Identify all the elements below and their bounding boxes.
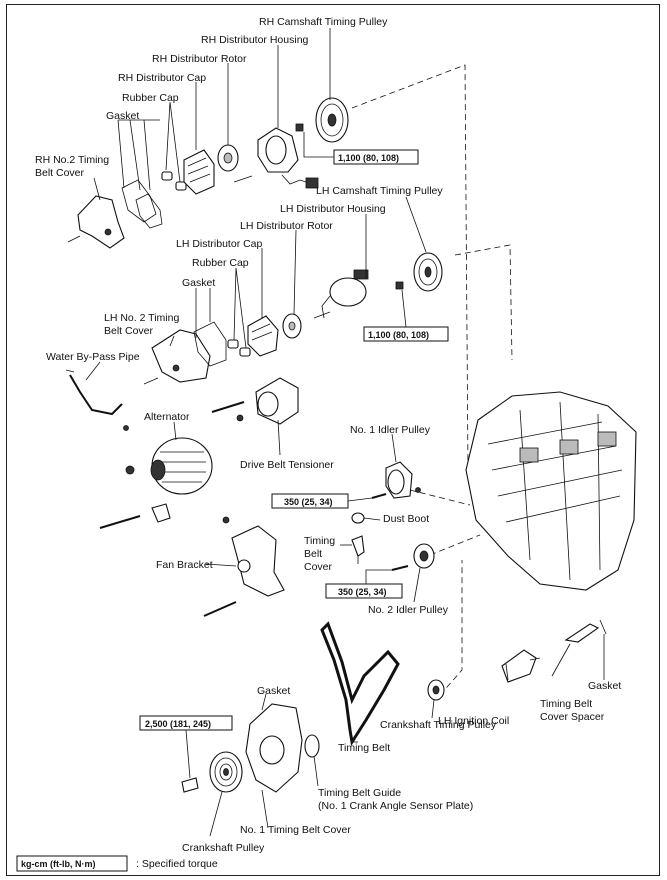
torque-box-lh-cam: 1,100 (80, 108) <box>363 289 449 342</box>
torque-box-idler2: 350 (25, 34) <box>325 569 403 599</box>
label-gasket-right: Gasket <box>588 680 621 692</box>
labels: RH Camshaft Timing Pulley RH Distributor… <box>35 16 621 854</box>
label-no1-timing-belt-cover: No. 1 Timing Belt Cover <box>240 824 351 836</box>
label-rh-distributor-rotor: RH Distributor Rotor <box>152 53 247 65</box>
timing-belt-cover-sensor <box>351 535 365 564</box>
label-lh-ignition-coil: LH Ignition Coil <box>438 715 509 727</box>
label-timing-belt-cover: Timing <box>304 535 335 547</box>
label-timing-belt: Timing Belt <box>338 742 390 754</box>
rh-timing-belt-cover <box>67 195 125 249</box>
svg-text:350 (25, 34): 350 (25, 34) <box>284 497 333 507</box>
label-timing-belt-cover-line3: Cover <box>304 561 333 573</box>
timing-belt-guide <box>304 734 320 758</box>
label-dust-boot: Dust Boot <box>383 513 429 525</box>
label-crankshaft-timing-pulley: Crankshaft Timing Pulley <box>380 719 497 731</box>
label-lh-no2-cover: LH No. 2 Timing <box>104 312 179 324</box>
rh-rubber-cap <box>161 171 187 191</box>
legend-unit: kg-cm (ft-lb, N·m) <box>21 859 96 869</box>
label-no1-idler-pulley: No. 1 Idler Pulley <box>350 424 431 436</box>
label-water-bypass-pipe: Water By-Pass Pipe <box>46 351 140 363</box>
alignment-lines <box>351 64 513 696</box>
label-rh-no2-cover-line2: Belt Cover <box>35 167 85 179</box>
label-lh-no2-cover-line2: Belt Cover <box>104 325 154 337</box>
label-lh-distributor-cap: LH Distributor Cap <box>176 238 263 250</box>
timing-belt <box>320 621 400 747</box>
label-rh-no2-cover: RH No.2 Timing <box>35 154 109 166</box>
label-tb-cover-spacer: Timing Belt <box>540 698 592 710</box>
label-timing-belt-guide: Timing Belt Guide <box>318 787 401 799</box>
label-timing-belt-guide-line2: (No. 1 Crank Angle Sensor Plate) <box>318 800 473 812</box>
torque-box-crank: 2,500 (181, 245) <box>139 715 233 779</box>
svg-text:2,500 (181, 245): 2,500 (181, 245) <box>145 719 211 729</box>
label-lh-distributor-housing: LH Distributor Housing <box>280 203 386 215</box>
water-bypass-pipe <box>65 369 129 431</box>
lh-gasket <box>193 321 227 367</box>
label-alternator: Alternator <box>144 411 190 423</box>
torque-legend: kg-cm (ft-lb, N·m) : Specified torque <box>16 855 218 872</box>
label-fan-bracket: Fan Bracket <box>156 559 213 571</box>
lh-bolt <box>313 311 331 319</box>
label-timing-belt-cover-line2: Belt <box>304 548 322 560</box>
lh-camshaft-timing-pulley <box>395 252 443 292</box>
label-lh-gasket: Gasket <box>182 277 215 289</box>
label-lh-distributor-rotor: LH Distributor Rotor <box>240 220 333 232</box>
diagram-frame <box>6 4 660 876</box>
rh-distributor-rotor <box>217 144 239 172</box>
label-lh-rubber-cap: Rubber Cap <box>192 257 249 269</box>
label-crankshaft-pulley: Crankshaft Pulley <box>182 842 265 854</box>
no2-idler-pulley <box>391 543 435 571</box>
lh-distributor-rotor <box>282 313 302 339</box>
torque-box-idler1: 350 (25, 34) <box>271 493 373 509</box>
lh-distributor-cap <box>247 315 279 357</box>
rh-gasket <box>121 179 163 229</box>
svg-text:1,100 (80, 108): 1,100 (80, 108) <box>338 153 399 163</box>
label-rh-distributor-cap: RH Distributor Cap <box>118 72 206 84</box>
rh-distributor-cap <box>183 149 215 195</box>
engine-block <box>465 391 637 591</box>
no1-timing-belt-cover <box>245 703 303 793</box>
svg-text:350 (25, 34): 350 (25, 34) <box>338 587 387 597</box>
label-rh-rubber-cap: Rubber Cap <box>122 92 179 104</box>
rh-distributor-housing <box>257 127 319 189</box>
lh-timing-belt-cover <box>143 329 211 385</box>
drive-belt-tensioner <box>211 377 299 425</box>
leader-lines <box>85 28 605 837</box>
lh-ignition-coil <box>501 649 541 683</box>
rh-bolt <box>233 175 253 183</box>
legend-description: : Specified torque <box>136 858 218 870</box>
label-tb-cover-spacer-line2: Cover Spacer <box>540 711 605 723</box>
label-lh-camshaft-timing-pulley: LH Camshaft Timing Pulley <box>316 185 443 197</box>
rh-camshaft-timing-pulley <box>295 97 349 143</box>
alternator <box>99 437 213 529</box>
label-gasket-lower: Gasket <box>257 685 290 697</box>
label-rh-gasket: Gasket <box>106 110 139 122</box>
crankshaft-timing-pulley <box>427 679 445 701</box>
lh-rubber-cap <box>227 339 251 357</box>
label-no2-idler-pulley: No. 2 Idler Pulley <box>368 604 449 616</box>
crankshaft-pulley <box>181 751 243 793</box>
svg-text:1,100 (80, 108): 1,100 (80, 108) <box>368 330 429 340</box>
label-drive-belt-tensioner: Drive Belt Tensioner <box>240 459 334 471</box>
timing-belt-cover-spacer <box>564 619 607 643</box>
dust-boot <box>351 512 365 524</box>
lh-distributor-housing <box>321 269 369 319</box>
label-rh-distributor-housing: RH Distributor Housing <box>201 34 309 46</box>
torque-box-rh-cam: 1,100 (80, 108) <box>303 132 419 165</box>
no1-idler-pulley <box>371 461 421 499</box>
label-rh-camshaft-timing-pulley: RH Camshaft Timing Pulley <box>259 16 388 28</box>
fan-bracket <box>203 516 285 617</box>
